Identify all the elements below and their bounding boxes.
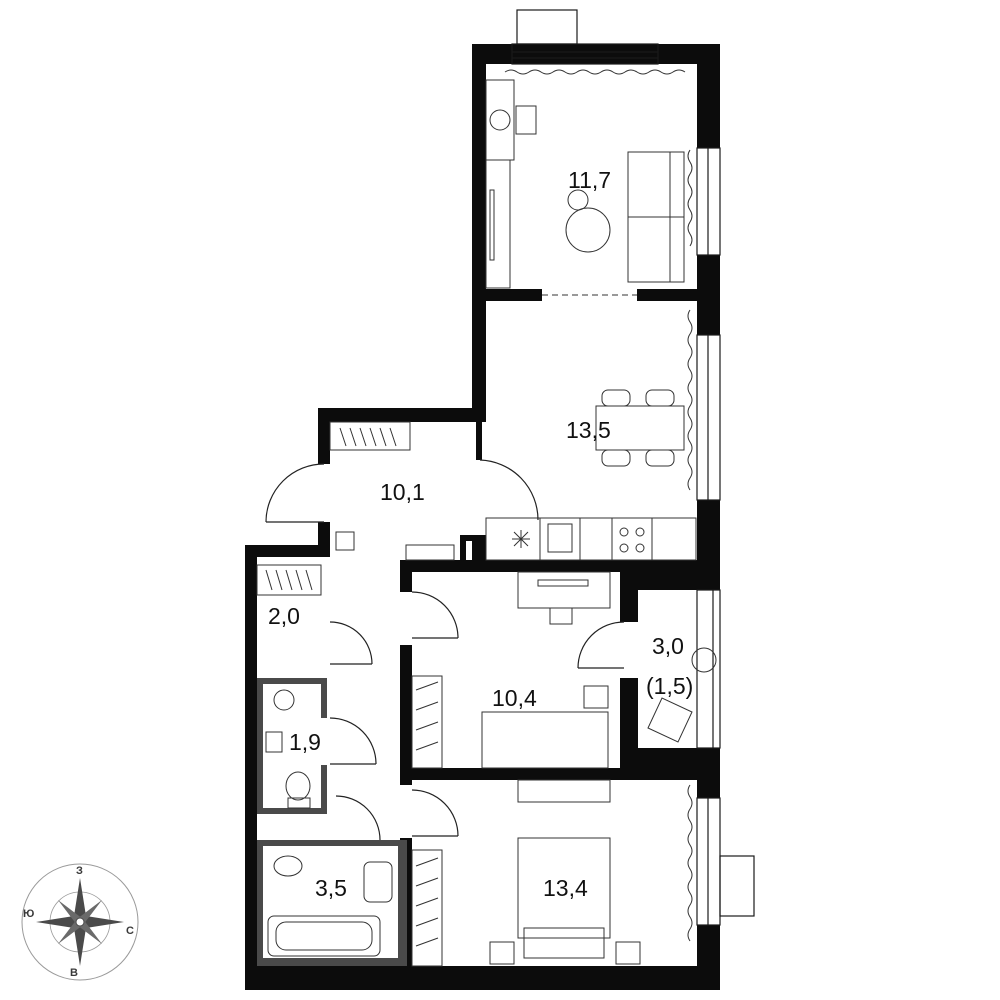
compass-west: Ю [23,908,34,920]
interior-walls [400,289,720,968]
compass: З С В Ю [21,863,139,981]
curtains [504,69,693,942]
area-label-large-bedroom: 13,4 [543,875,588,901]
toilet-door [329,717,377,765]
compass-north: З [76,865,83,877]
compass-south: В [70,967,78,979]
kitchen-furniture [485,389,697,561]
room-labels: 11,7 13,5 10,1 2,0 10,4 3,0 (1,5) 1,9 3,… [268,167,693,901]
area-label-closet: 2,0 [268,603,300,629]
compass-ring [21,863,139,981]
area-label-balcony: 3,0 [652,633,684,659]
closet-door [329,621,373,665]
large-bedroom-door [411,789,459,837]
windows [511,9,755,926]
kitchen-door [479,459,539,521]
small-bedroom-furniture [411,571,611,769]
small-bedroom-door [411,591,459,639]
bathroom-furniture [267,855,393,957]
area-label-bathroom: 3,5 [315,875,347,901]
balcony-door [577,621,625,669]
hall-furniture [329,421,455,561]
closet-furniture [256,564,322,596]
area-label-living: 11,7 [568,167,611,193]
large-bedroom-furniture [411,779,641,967]
doors [265,459,625,841]
compass-east: С [126,925,134,937]
area-label-balcony-reduced: (1,5) [646,673,693,699]
sanitary-walls [257,678,407,966]
living-furniture [485,79,685,289]
area-label-small-bedroom: 10,4 [492,685,537,711]
area-label-hall: 10,1 [380,479,425,505]
balcony-furniture [647,647,717,743]
exterior-walls [245,44,720,990]
bathroom-door [335,795,381,841]
toilet-furniture [265,689,311,809]
entrance-door [265,463,325,523]
area-label-kitchen: 13,5 [566,417,611,443]
area-label-toilet: 1,9 [289,729,321,755]
